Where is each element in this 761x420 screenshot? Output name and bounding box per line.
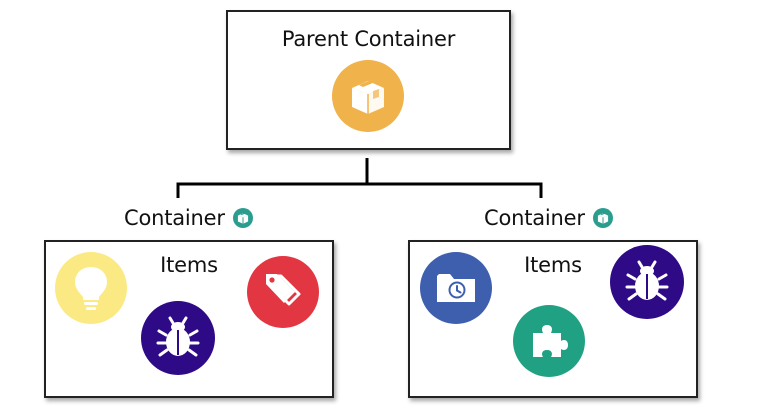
bug-icon	[625, 260, 669, 301]
bug-item	[141, 301, 215, 375]
parent-container-title: Parent Container	[281, 27, 456, 51]
box-icon	[237, 212, 248, 224]
bug-item	[610, 245, 684, 319]
container-label-text: Container	[124, 206, 225, 230]
container-badge	[232, 208, 253, 228]
container-badge	[592, 208, 613, 228]
lightbulb-icon	[75, 267, 107, 310]
lightbulb-item	[55, 252, 127, 324]
container-label-left: Container	[124, 204, 253, 232]
items-box-right: Items	[408, 240, 698, 398]
puzzle-icon	[533, 325, 568, 357]
box-icon	[352, 78, 384, 114]
items-title: Items	[524, 253, 582, 277]
items-title: Items	[160, 253, 218, 277]
box-icon	[597, 212, 608, 224]
folder-clock-icon	[437, 274, 475, 302]
container-label-right: Container	[484, 204, 613, 232]
bug-icon	[156, 316, 200, 357]
tags-icon	[266, 274, 301, 306]
connector-branch	[176, 182, 543, 198]
container-label-text: Container	[484, 206, 585, 230]
tags-item	[247, 256, 319, 328]
parent-container-box: Parent Container	[226, 10, 511, 150]
parent-box-icon-circle	[332, 60, 404, 132]
puzzle-item	[513, 305, 585, 377]
items-box-left: Items	[44, 240, 334, 398]
folder-clock-item	[420, 252, 492, 324]
